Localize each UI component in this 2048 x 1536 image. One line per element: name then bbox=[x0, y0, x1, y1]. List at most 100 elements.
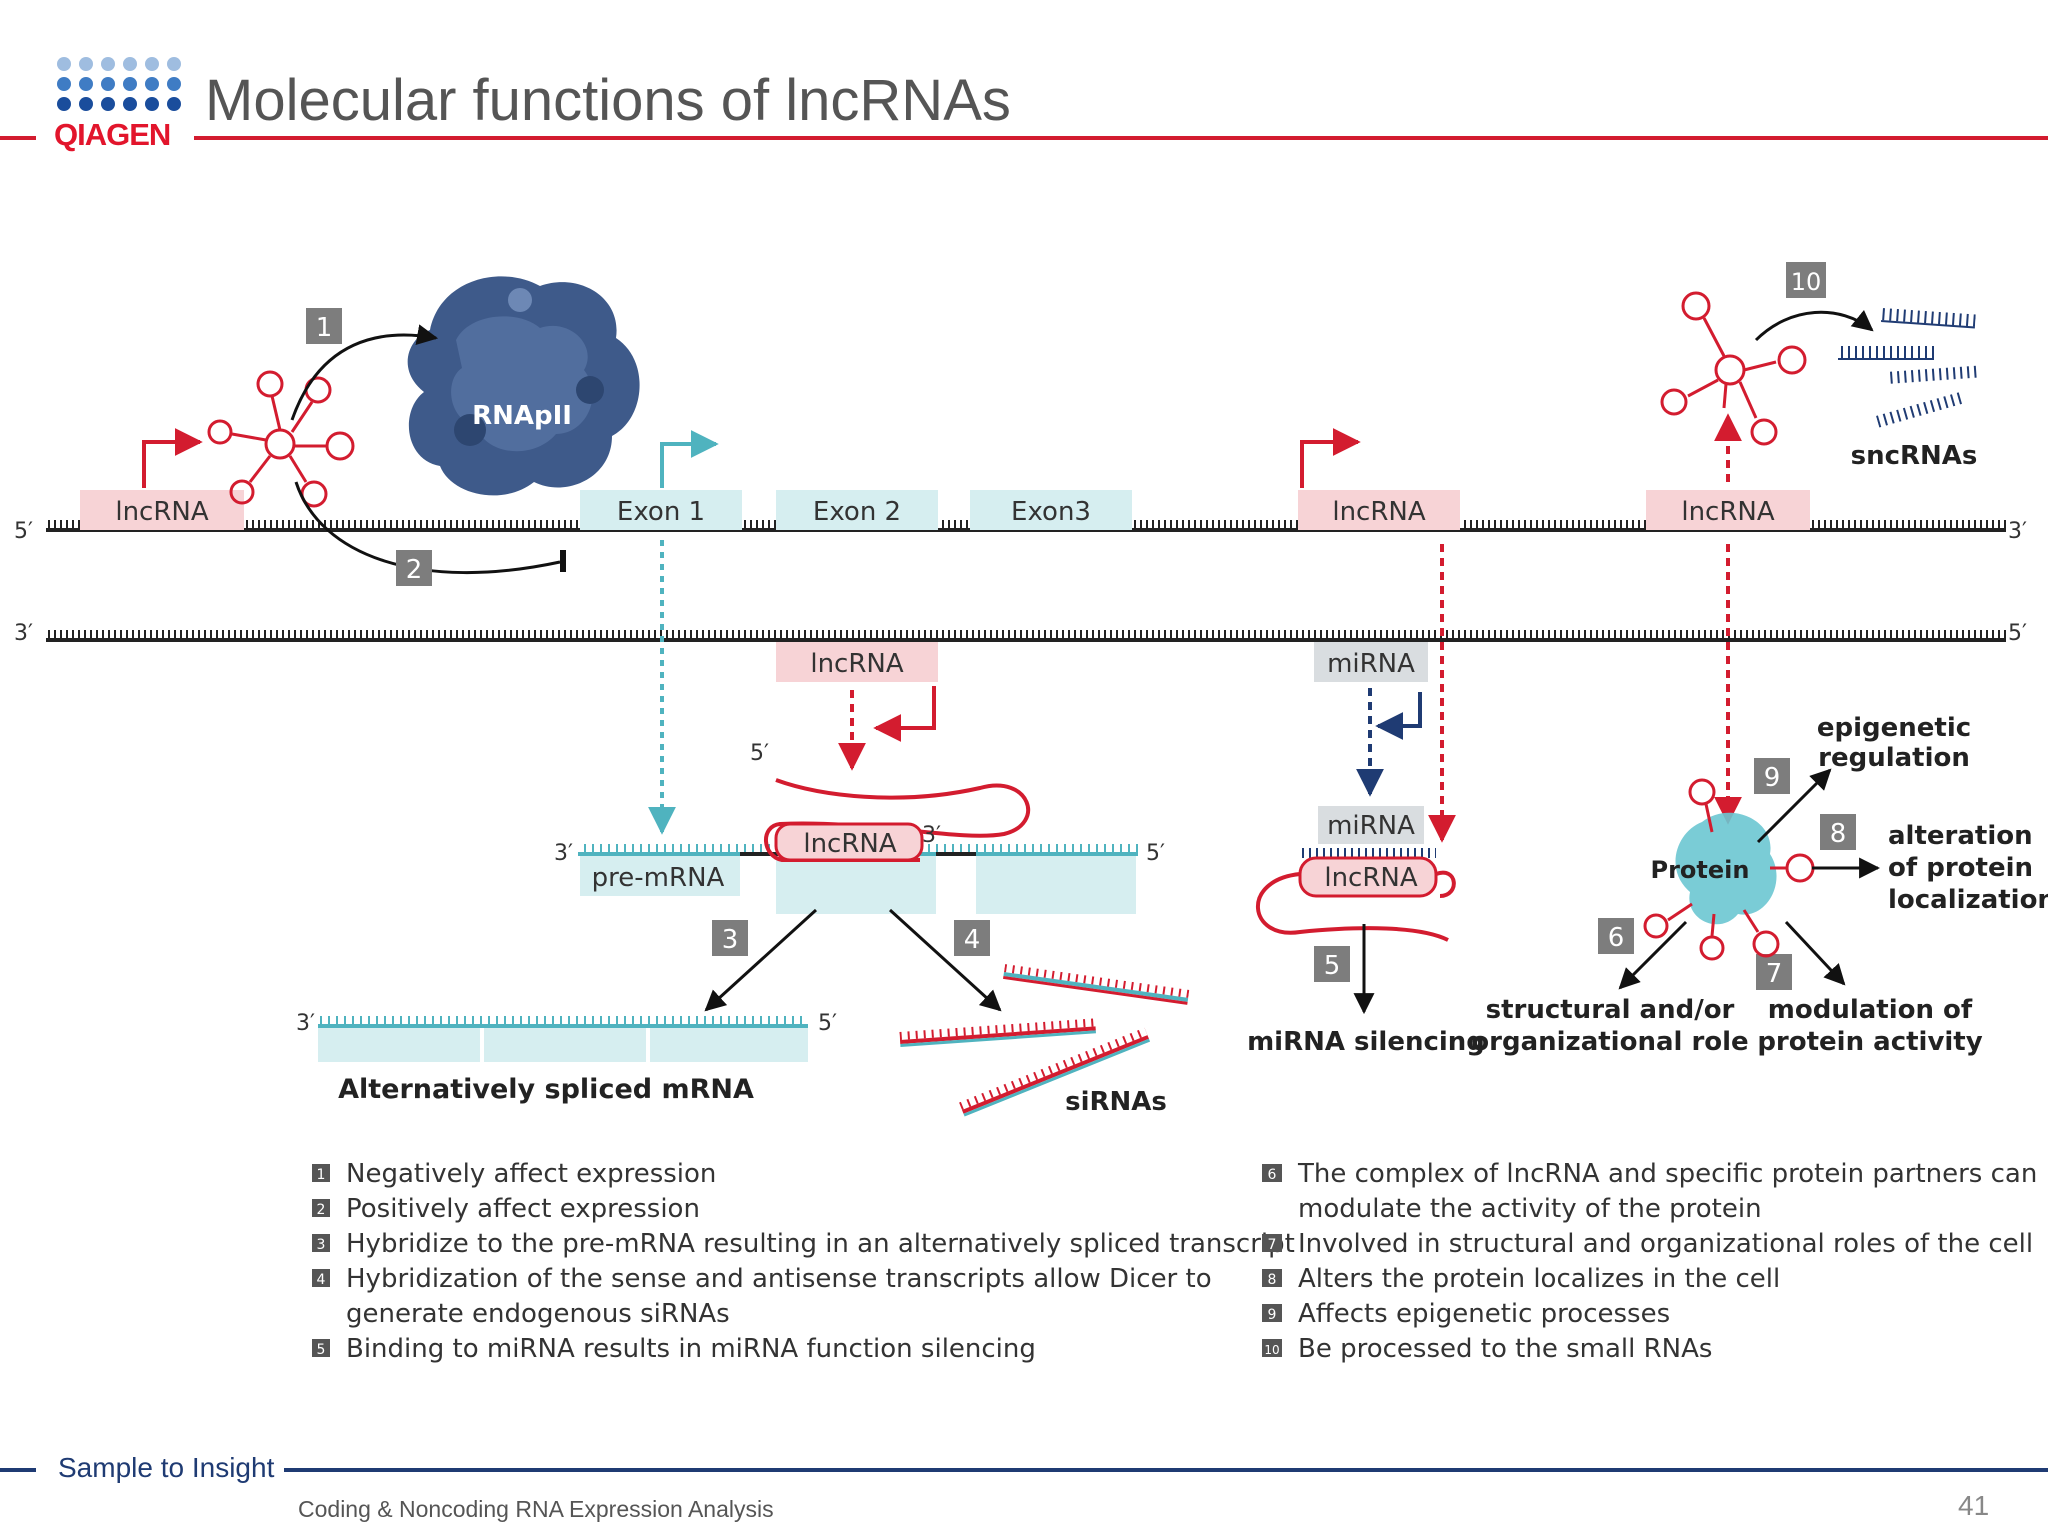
footer-rule-left bbox=[0, 1468, 36, 1472]
svg-text:lncRNA: lncRNA bbox=[803, 829, 897, 859]
gene-lncrna-right: lncRNA bbox=[1646, 490, 1810, 530]
svg-text:lncRNA: lncRNA bbox=[1681, 497, 1775, 527]
svg-text:6: 6 bbox=[1608, 923, 1625, 953]
promoter-arrow-lncrna-left bbox=[142, 428, 203, 488]
svg-text:6: 6 bbox=[1268, 1167, 1277, 1183]
step7-arrow bbox=[1784, 920, 1846, 986]
step-10-badge: 10 bbox=[1786, 262, 1826, 298]
svg-text:Protein: Protein bbox=[1651, 856, 1750, 884]
lncrna-structure-left bbox=[207, 370, 355, 508]
svg-text:5: 5 bbox=[317, 1342, 326, 1358]
hairpin-5-label: 5′ bbox=[750, 741, 769, 766]
svg-text:5: 5 bbox=[1324, 951, 1341, 981]
svg-text:Negatively affect expression: Negatively affect expression bbox=[346, 1159, 716, 1189]
gene-exon1: Exon 1 bbox=[580, 490, 742, 530]
svg-text:miRNA: miRNA bbox=[1327, 649, 1415, 679]
rnapii-complex: RNApII bbox=[407, 276, 640, 496]
modulation-label-line2: protein activity bbox=[1757, 1027, 1982, 1057]
svg-text:10: 10 bbox=[1791, 268, 1822, 296]
sirnas-label: siRNAs bbox=[1065, 1087, 1167, 1117]
antisense-promoter-arrow bbox=[873, 686, 936, 742]
gene-lncrna-mid: lncRNA bbox=[1298, 490, 1460, 530]
svg-text:Involved in structural and org: Involved in structural and organizationa… bbox=[1298, 1229, 2033, 1259]
qiagen-logo-text: QIAGEN bbox=[54, 117, 171, 152]
svg-text:7: 7 bbox=[1766, 959, 1783, 989]
lncrna-functions-diagram: 5′ 3′ 3′ 5′ lncRNA Exon 1 Exon 2 Exon3 l… bbox=[14, 262, 2048, 1364]
svg-text:pre-mRNA: pre-mRNA bbox=[592, 863, 725, 893]
step-5-badge: 5 bbox=[1314, 946, 1350, 982]
svg-text:Hybridize to the pre-mRNA resu: Hybridize to the pre-mRNA resulting in a… bbox=[346, 1229, 1295, 1259]
qiagen-logo-dots bbox=[57, 57, 181, 111]
svg-text:generate endogenous siRNAs: generate endogenous siRNAs bbox=[346, 1299, 730, 1329]
step-7-badge: 7 bbox=[1756, 954, 1792, 990]
strand-bottom-3-label: 3′ bbox=[14, 621, 33, 646]
legend-left: 1 Negatively affect expression 2 Positiv… bbox=[312, 1159, 1295, 1364]
step-8-badge: 8 bbox=[1820, 814, 1856, 850]
footer-rule bbox=[284, 1468, 2048, 1472]
antisense-mirna-box: miRNA bbox=[1314, 642, 1428, 682]
svg-text:Exon3: Exon3 bbox=[1011, 497, 1091, 527]
step-3-badge: 3 bbox=[712, 920, 748, 956]
svg-text:lncRNA: lncRNA bbox=[1332, 497, 1426, 527]
svg-text:RNApII: RNApII bbox=[472, 401, 572, 431]
strand-top-3-label: 3′ bbox=[2008, 519, 2027, 544]
svg-text:3: 3 bbox=[722, 925, 739, 955]
structural-label-line1: structural and/or bbox=[1486, 995, 1735, 1025]
svg-text:Affects epigenetic processes: Affects epigenetic processes bbox=[1298, 1299, 1670, 1329]
svg-text:lncRNA: lncRNA bbox=[115, 497, 209, 527]
slide-title: Molecular functions of lncRNAs bbox=[205, 68, 1011, 133]
svg-text:The complex of lncRNA and spec: The complex of lncRNA and specific prote… bbox=[1297, 1159, 2037, 1189]
promoter-arrow-lncrna-mid bbox=[1300, 428, 1361, 488]
alt-spliced-label: Alternatively spliced mRNA bbox=[338, 1074, 754, 1105]
modulation-label-line1: modulation of bbox=[1768, 995, 1973, 1025]
step2-arrow-blunt-end bbox=[560, 550, 566, 572]
svg-text:2: 2 bbox=[317, 1202, 326, 1218]
page-number: 41 bbox=[1958, 1490, 1990, 1521]
svg-text:Binding to miRNA results in mi: Binding to miRNA results in miRNA functi… bbox=[346, 1334, 1036, 1364]
premrna-5-label: 5′ bbox=[1146, 841, 1165, 866]
svg-text:Exon 2: Exon 2 bbox=[813, 497, 901, 527]
step3-arrow bbox=[704, 908, 818, 1012]
strand-top-5-label: 5′ bbox=[14, 519, 33, 544]
gene-exon3: Exon3 bbox=[970, 490, 1132, 530]
step4-arrow bbox=[888, 908, 1002, 1012]
step-1-badge: 1 bbox=[306, 308, 342, 344]
gene-lncrna-left: lncRNA bbox=[80, 490, 244, 530]
mrna-3-label: 3′ bbox=[296, 1011, 315, 1036]
svg-text:Be processed to the small RNAs: Be processed to the small RNAs bbox=[1298, 1334, 1712, 1364]
step10-arrow bbox=[1754, 309, 1874, 342]
svg-text:2: 2 bbox=[406, 555, 423, 585]
svg-text:8: 8 bbox=[1268, 1272, 1277, 1288]
sncrnas-label: sncRNAs bbox=[1851, 441, 1978, 471]
svg-text:1: 1 bbox=[317, 1167, 326, 1183]
mirna-silencing-label: miRNA silencing bbox=[1247, 1027, 1485, 1057]
step-4-badge: 4 bbox=[954, 920, 990, 956]
svg-text:7: 7 bbox=[1268, 1237, 1277, 1253]
step-6-badge: 6 bbox=[1598, 918, 1634, 954]
sncrna-fragments bbox=[1838, 308, 1979, 428]
svg-text:9: 9 bbox=[1764, 763, 1781, 793]
strand-bottom-5-label: 5′ bbox=[2008, 621, 2027, 646]
step1-arrow bbox=[290, 324, 439, 421]
alteration-label-line1: alteration bbox=[1888, 821, 2033, 851]
premrna-3-label: 3′ bbox=[554, 841, 573, 866]
svg-text:9: 9 bbox=[1268, 1307, 1277, 1323]
svg-text:4: 4 bbox=[964, 925, 981, 955]
svg-text:Positively affect expression: Positively affect expression bbox=[346, 1194, 700, 1224]
alt-spliced-mrna bbox=[318, 1016, 808, 1062]
step-9-badge: 9 bbox=[1754, 758, 1790, 794]
dna-bottom-strand bbox=[46, 630, 2006, 642]
gene-exon2: Exon 2 bbox=[776, 490, 938, 530]
svg-text:10: 10 bbox=[1264, 1343, 1279, 1357]
promoter-arrow-exon1 bbox=[660, 430, 719, 488]
protein-lncrna-complex: Protein bbox=[1643, 778, 1815, 961]
alteration-label-line2: of protein bbox=[1888, 853, 2033, 883]
lncrna-hairpin: lncRNA bbox=[764, 778, 1031, 862]
step-2-badge: 2 bbox=[396, 550, 432, 586]
epigenetic-label-line2: regulation bbox=[1818, 743, 1970, 773]
lncrna-structure-top-right bbox=[1660, 291, 1807, 446]
svg-text:4: 4 bbox=[317, 1272, 326, 1288]
svg-text:Hybridization of the sense and: Hybridization of the sense and antisense… bbox=[346, 1264, 1212, 1294]
svg-text:lncRNA: lncRNA bbox=[810, 649, 904, 679]
footer-footnote: Coding & Noncoding RNA Expression Analys… bbox=[298, 1496, 774, 1522]
